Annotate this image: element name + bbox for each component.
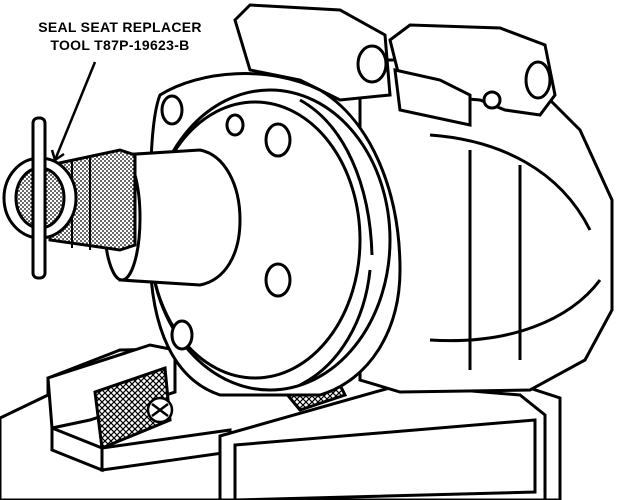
callout-label: SEAL SEAT REPLACER TOOL T87P-19623-B <box>20 18 220 54</box>
callout-label-line1: SEAL SEAT REPLACER <box>38 19 202 35</box>
callout-label-line2: TOOL T87P-19623-B <box>50 37 190 53</box>
front-bolts <box>160 94 292 351</box>
callout-leader <box>50 61 97 162</box>
vise-screw <box>146 396 174 424</box>
compressor-rear-body <box>358 58 614 394</box>
seal-seat-replacer-tool <box>2 116 137 280</box>
mounting-ears <box>233 3 557 127</box>
